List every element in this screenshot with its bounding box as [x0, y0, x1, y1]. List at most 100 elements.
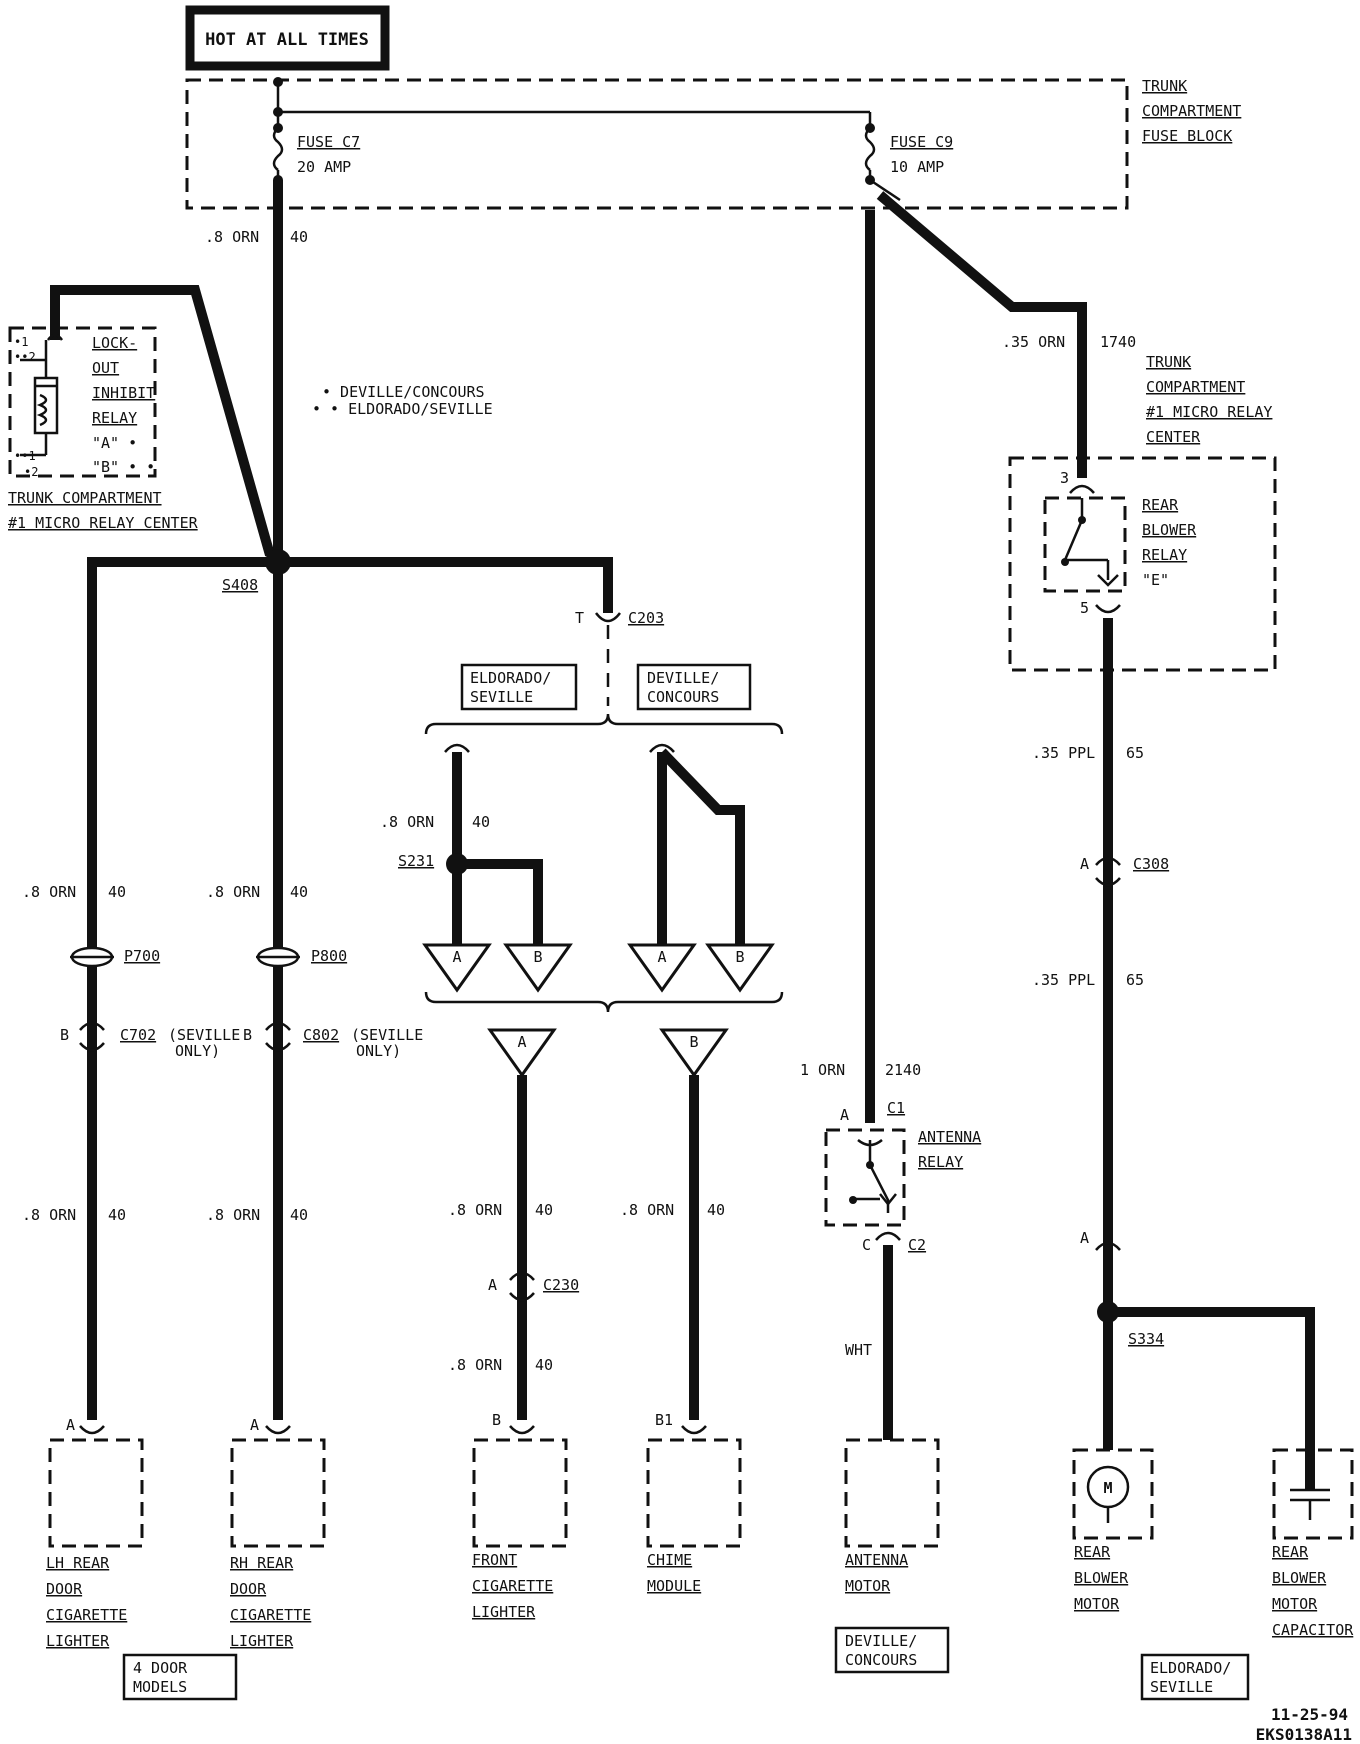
rear-blower-relay-outline	[1043, 496, 1127, 593]
fuse-c7-name: FUSE C7	[297, 133, 360, 151]
footer-date: 11-25-94	[1271, 1705, 1348, 1724]
wire-eldo-branch-gauge: .8 ORN	[380, 813, 434, 831]
footer-code: EKS0138A11	[1256, 1725, 1352, 1744]
rh-lighter-label-2: DOOR	[230, 1580, 267, 1598]
rh-rear-lighter: A RH REAR DOOR CIGARETTE LIGHTER	[230, 1416, 326, 1650]
lockout-center-line-1: TRUNK COMPARTMENT	[8, 489, 162, 507]
fuse-block: TRUNK COMPARTMENT FUSE BLOCK FUSE C7 20 …	[185, 77, 1241, 210]
connector-c702-note-1: (SEVILLE	[168, 1026, 240, 1044]
front-lighter-label-1: FRONT	[472, 1551, 517, 1569]
antenna-motor-label-1: ANTENNA	[845, 1551, 908, 1569]
connector-c702-pin: B	[60, 1026, 69, 1044]
connector-c802: B C802 (SEVILLE ONLY)	[243, 1021, 423, 1060]
tri-deville-b: B	[705, 943, 775, 993]
wire-s408-right	[278, 557, 613, 613]
connector-c203: T C203	[575, 609, 664, 706]
connector-c702: B C702 (SEVILLE ONLY)	[60, 1021, 240, 1060]
rear-blower-relay-label-4: "E"	[1142, 571, 1169, 589]
wire-front-lower-circuit: 40	[535, 1356, 553, 1374]
tri-lower-b-label: B	[689, 1033, 698, 1051]
wire-chime-circuit: 40	[707, 1201, 725, 1219]
lockout-label-5: "A" •	[92, 434, 137, 452]
connector-c308-name: C308	[1133, 855, 1169, 873]
antenna-relay-outline	[824, 1128, 906, 1227]
tri-deville-a: A	[627, 943, 697, 993]
connector-p800-label: P800	[311, 947, 347, 965]
option-eldorado-line-2: SEVILLE	[470, 688, 533, 706]
wire-antenna-gauge: 1 ORN	[800, 1061, 845, 1079]
capacitor-label-4: CAPACITOR	[1272, 1621, 1354, 1639]
antenna-relay-label-1: ANTENNA	[918, 1128, 981, 1146]
lockout-label-6: "B" • •	[92, 458, 155, 476]
connector-c203-pin: T	[575, 609, 584, 627]
lockout-center-line-2: #1 MICRO RELAY CENTER	[8, 514, 199, 532]
lh-lighter-pin: A	[66, 1416, 75, 1434]
lockout-pin-1: •1	[14, 335, 28, 349]
connector-p800: P800	[256, 946, 347, 968]
wire-ppl-upper-circuit: 65	[1126, 744, 1144, 762]
connector-c702-name: C702	[120, 1026, 156, 1044]
lh-rear-lighter: A LH REAR DOOR CIGARETTE LIGHTER	[46, 1416, 144, 1650]
fuse-c9-symbol	[864, 127, 901, 202]
wire-rh-lower-circuit: 40	[290, 1206, 308, 1224]
wire-c9-orn-gauge: .35 ORN	[1002, 333, 1065, 351]
option-deville-concours-box: DEVILLE/ CONCOURS	[636, 663, 752, 711]
connector-blower-a-pin: A	[1080, 1229, 1089, 1247]
tri-lower-b: B	[659, 1028, 729, 1078]
rear-blower-relay-pin-5: 5	[1080, 599, 1089, 617]
wire-front-lower-gauge: .8 ORN	[448, 1356, 502, 1374]
connector-c2-name: C2	[908, 1236, 926, 1254]
note-eldorado-line-1: ELDORADO/	[1150, 1659, 1231, 1677]
fuse-block-name-line-2: COMPARTMENT	[1142, 102, 1241, 120]
wire-c7-main-circuit: 40	[290, 228, 308, 246]
legend-deville: • DEVILLE/CONCOURS	[322, 383, 485, 401]
note-deville-line-2: CONCOURS	[845, 1651, 917, 1669]
relay-center-right-outline	[1008, 456, 1277, 672]
wire-deville-branch	[657, 748, 745, 945]
hot-at-all-times-label: HOT AT ALL TIMES	[205, 30, 369, 50]
note-four-door: 4 DOOR MODELS	[122, 1653, 238, 1701]
blower-motor-label-3: MOTOR	[1074, 1595, 1120, 1613]
note-deville-concours: DEVILLE/ CONCOURS	[834, 1626, 950, 1674]
note-four-door-line-2: MODELS	[133, 1678, 187, 1696]
connector-c1-name: C1	[887, 1099, 905, 1117]
connector-c203-name: C203	[628, 609, 664, 627]
lockout-label-4: RELAY	[92, 409, 137, 427]
note-deville-line-1: DEVILLE/	[845, 1632, 917, 1650]
wire-rh-upper-circuit: 40	[290, 883, 308, 901]
connector-p700-label: P700	[124, 947, 160, 965]
rear-blower-motor: M REAR BLOWER MOTOR	[1072, 1448, 1154, 1613]
chime-module-label-1: CHIME	[647, 1551, 692, 1569]
tri-deville-a-label: A	[657, 948, 666, 966]
blower-motor-label-2: BLOWER	[1074, 1569, 1129, 1587]
rh-lighter-label-3: CIGARETTE	[230, 1606, 311, 1624]
chime-module-label-2: MODULE	[647, 1577, 701, 1595]
lh-lighter-label-3: CIGARETTE	[46, 1606, 127, 1624]
wire-c9-orn	[876, 191, 1087, 478]
splice-s231-label: S231	[398, 852, 434, 870]
wire-front-upper-circuit: 40	[535, 1201, 553, 1219]
antenna-motor: ANTENNA MOTOR	[844, 1438, 940, 1595]
option-brace-upper	[424, 713, 784, 735]
wire-rh-lower-gauge: .8 ORN	[206, 1206, 260, 1224]
wire-c7-main-gauge: .8 ORN	[205, 228, 259, 246]
note-eldorado-line-2: SEVILLE	[1150, 1678, 1213, 1696]
option-deville-line-2: CONCOURS	[647, 688, 719, 706]
wire-s334-right	[1108, 1307, 1315, 1490]
blower-motor-symbol: M	[1103, 1479, 1112, 1497]
connector-c802-note-2: ONLY)	[356, 1042, 401, 1060]
antenna-relay: A C1 ANTENNA RELAY C C2	[824, 1099, 981, 1254]
lh-lighter-label-1: LH REAR	[46, 1554, 110, 1572]
lockout-label-2: OUT	[92, 359, 119, 377]
legend-eldorado: • • ELDORADO/SEVILLE	[312, 400, 493, 418]
capacitor-label-2: BLOWER	[1272, 1569, 1327, 1587]
fuse-c9-name: FUSE C9	[890, 133, 953, 151]
front-lighter-label-2: CIGARETTE	[472, 1577, 553, 1595]
wire-chime-gauge: .8 ORN	[620, 1201, 674, 1219]
tri-lower-a-label: A	[517, 1033, 526, 1051]
connector-c802-pin: B	[243, 1026, 252, 1044]
hot-at-all-times-box: HOT AT ALL TIMES	[185, 5, 390, 71]
rear-blower-relay-label-2: BLOWER	[1142, 521, 1197, 539]
tri-eldo-a: A	[422, 943, 492, 993]
fuse-c9-rating: 10 AMP	[890, 158, 944, 176]
